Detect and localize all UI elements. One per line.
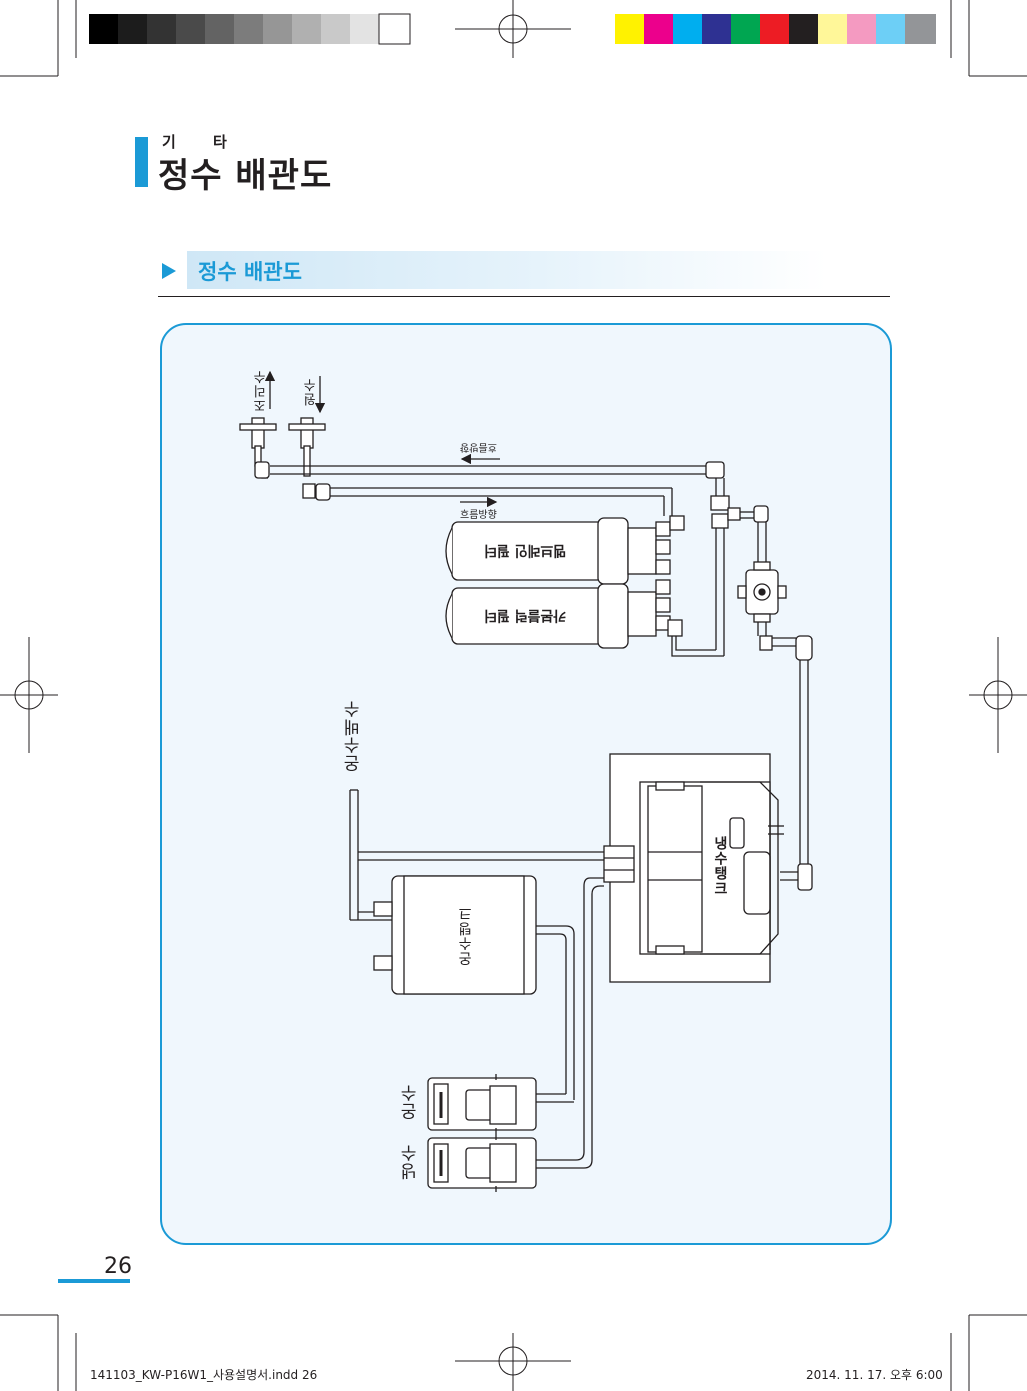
section-kicker: 기 타: [162, 133, 243, 151]
label-filter-membrane: 멤브레인 필터: [484, 542, 567, 558]
label-raw-water: 원수: [304, 378, 319, 406]
title-accent-bar: [135, 137, 148, 187]
label-hot-tank: 온수탱크: [458, 906, 474, 966]
footer-date: 2014. 11. 17. 오후 6:00: [806, 1368, 943, 1382]
label-flow-direction-mid: 흐름방향: [460, 510, 497, 521]
label-cold-faucet: 냉수: [401, 1144, 421, 1180]
label-cooking-water: 조리수: [254, 370, 269, 412]
page-number-underline: [58, 1279, 130, 1283]
page-number: 26: [104, 1254, 132, 1279]
color-bar: [615, 14, 936, 44]
pipe-filter-outlet: [671, 636, 724, 657]
hot-tank: [373, 875, 537, 995]
footer-file: 141103_KW-P16W1_사용설명서.indd 26: [90, 1368, 318, 1382]
page-title: 정수 배관도: [158, 156, 333, 196]
label-hot-drain: 온수배수: [344, 700, 364, 772]
pipe-to-valve: [727, 505, 769, 566]
label-hot-faucet: 온수: [401, 1084, 421, 1120]
pipe-to-cold-tank: [757, 622, 813, 891]
tap-raw-water: [288, 417, 326, 477]
tap-cooking-water: [239, 417, 277, 467]
label-filter-carbon: 카본블럭 필터: [484, 607, 567, 623]
cold-tank: [609, 753, 784, 983]
label-flow-direction-top: 흐름방향: [460, 441, 497, 452]
filter-carbon: [445, 579, 683, 649]
grayscale-bar: [89, 13, 411, 45]
subheader-band: [187, 251, 827, 289]
triangle-bullet-icon: [162, 263, 176, 279]
faucet-hot: [427, 1074, 537, 1134]
filter-membrane: [445, 515, 685, 585]
cold-tank-fitting: [603, 845, 635, 883]
faucet-cold: [427, 1134, 537, 1192]
label-cold-tank: 냉수탱크: [712, 836, 728, 896]
pipe-hot-outlet: [536, 877, 604, 1103]
pipe-cooking-line: [254, 461, 730, 656]
pipe-cold-outlet: [536, 885, 604, 1169]
divider: [158, 296, 890, 297]
pipe-raw-line: [302, 483, 673, 516]
subheader-title: 정수 배관도: [198, 260, 302, 284]
solenoid-valve: [737, 561, 787, 623]
